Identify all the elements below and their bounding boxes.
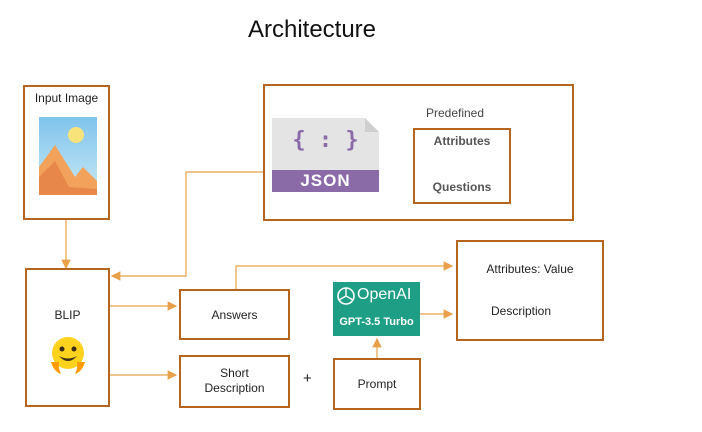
short-description-box: Short Description — [179, 355, 290, 408]
short-description-line1: Short — [220, 366, 249, 380]
prompt-box: Prompt — [333, 358, 421, 410]
plus-sign: + — [303, 370, 312, 387]
json-braces-text: { : } — [292, 128, 359, 153]
prompt-label: Prompt — [357, 377, 397, 391]
attributes-label: Attributes — [433, 134, 491, 148]
gpt-model-text: GPT-3.5 Turbo — [339, 316, 414, 328]
answers-label: Answers — [211, 308, 258, 322]
short-description-line2: Description — [204, 381, 265, 395]
blip-label: BLIP — [54, 308, 81, 322]
questions-label: Questions — [432, 180, 492, 194]
input-image-box: Input Image — [23, 85, 110, 220]
json-label: JSON — [300, 171, 351, 190]
openai-gpt-logo: OpenAI GPT-3.5 Turbo — [333, 282, 420, 336]
attributes-value-label: Attributes: Value — [486, 262, 574, 276]
page-title: Architecture — [247, 16, 377, 43]
openai-brand-text: OpenAI — [357, 286, 412, 303]
landscape-image-icon — [39, 117, 97, 195]
output-box: Attributes: Value Description — [456, 240, 604, 341]
description-label: Description — [490, 304, 552, 318]
answers-box: Answers — [179, 289, 290, 340]
input-image-label: Input Image — [34, 91, 99, 105]
predefined-label: Predefined — [425, 106, 485, 120]
openai-logo-icon — [337, 287, 355, 305]
json-file-icon: { : } JSON — [272, 118, 379, 192]
predefined-json-panel: { : } JSON Predefined Attributes Questio… — [263, 84, 574, 221]
hugging-face-emoji-icon — [51, 337, 85, 374]
blip-box: BLIP — [25, 268, 110, 407]
attributes-questions-box: Attributes Questions — [413, 128, 511, 204]
